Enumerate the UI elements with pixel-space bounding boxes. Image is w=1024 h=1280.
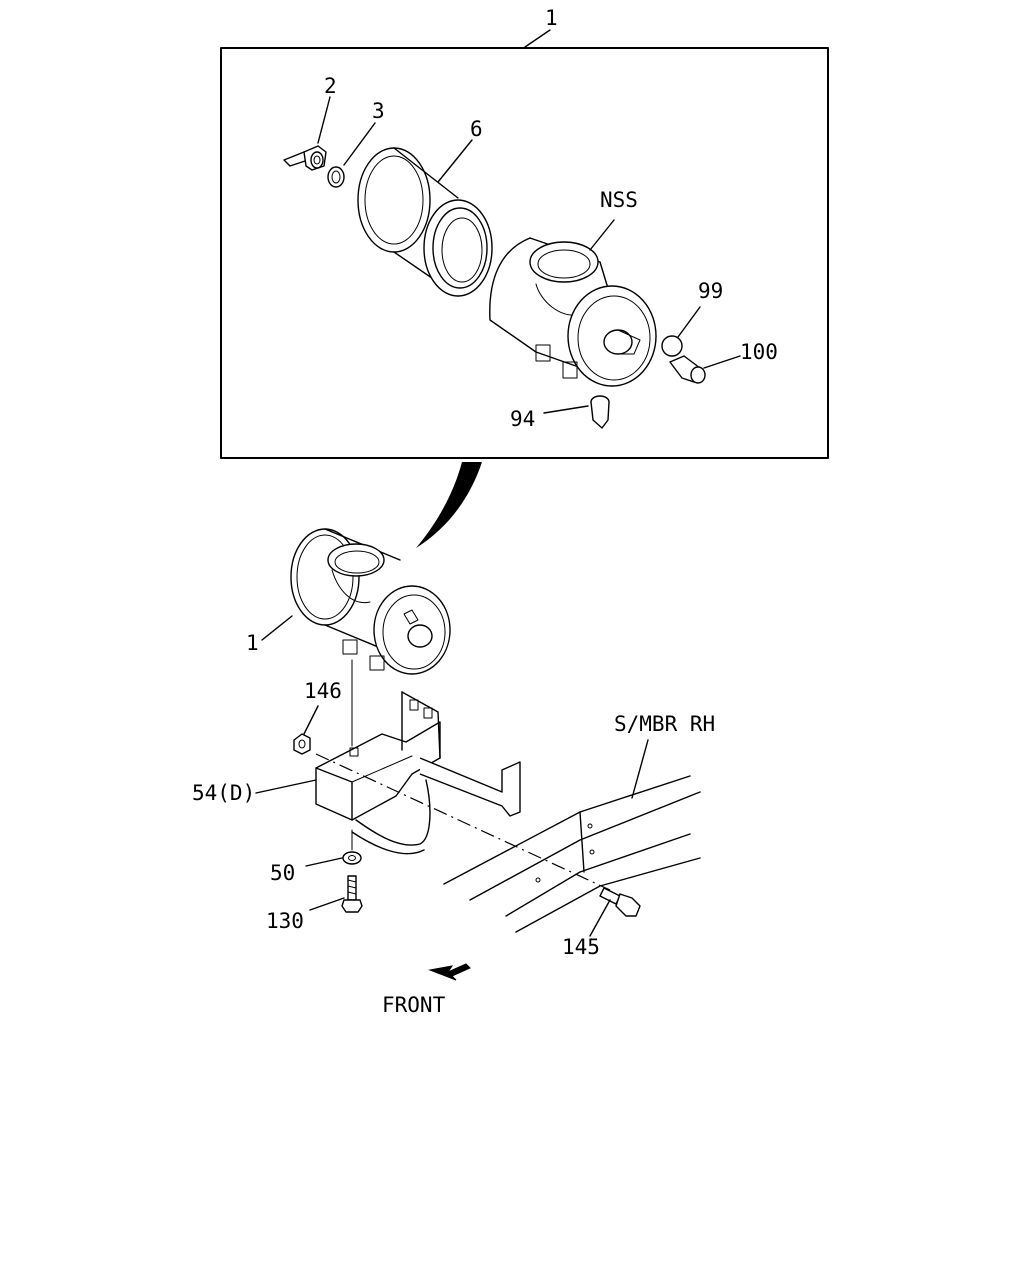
label-bolt-frame: 145 xyxy=(562,935,600,959)
label-washer-lower: 50 xyxy=(270,861,295,885)
label-valve: 100 xyxy=(740,340,778,364)
label-assembly-bottom: 1 xyxy=(246,631,259,655)
callout-bolt-lower: 130 xyxy=(266,897,345,933)
label-bolt-lower: 130 xyxy=(266,909,304,933)
label-wing-nut: 2 xyxy=(324,74,337,98)
label-washer: 3 xyxy=(372,99,385,123)
frame-side-member xyxy=(443,775,701,933)
indicator-part xyxy=(590,395,610,429)
callout-wing-nut: 2 xyxy=(317,74,337,144)
bolt-frame-part xyxy=(599,887,641,917)
label-front: FRONT xyxy=(382,993,446,1017)
label-element: 6 xyxy=(470,117,483,141)
bracket-part xyxy=(315,691,521,855)
bolt-lower-part xyxy=(341,875,363,913)
label-housing: NSS xyxy=(600,188,638,212)
label-frame: S/MBR RH xyxy=(614,712,715,736)
callout-washer: 3 xyxy=(343,99,385,166)
detail-connector xyxy=(416,462,482,548)
callout-indicator: 94 xyxy=(510,405,589,431)
valve-part xyxy=(669,355,706,384)
callout-washer-lower: 50 xyxy=(270,857,343,885)
callout-element: 6 xyxy=(437,117,483,183)
callout-frame: S/MBR RH xyxy=(614,712,715,799)
wing-nut-part xyxy=(283,145,327,171)
exploded-view-box xyxy=(220,47,829,459)
callout-assembly-bottom: 1 xyxy=(246,615,293,655)
washer-lower-part xyxy=(342,851,362,865)
label-bracket: 54(D) xyxy=(192,781,255,805)
nut-part xyxy=(293,733,311,755)
label-cap: 99 xyxy=(698,279,723,303)
callout-nut: 146 xyxy=(303,679,342,735)
callout-cap: 99 xyxy=(677,279,723,338)
callout-bolt-frame: 145 xyxy=(562,899,611,959)
cap-part xyxy=(661,335,683,357)
washer-part xyxy=(327,166,345,188)
callout-bracket: 54(D) xyxy=(192,779,317,805)
front-arrow-icon xyxy=(428,963,471,981)
callout-housing: NSS xyxy=(589,188,638,251)
callout-assembly-top: 1 xyxy=(524,6,558,48)
bolt-alignment-line xyxy=(315,753,611,891)
callout-valve: 100 xyxy=(703,340,778,369)
filter-element-part xyxy=(357,147,493,297)
label-assembly-top: 1 xyxy=(545,6,558,30)
label-nut: 146 xyxy=(304,679,342,703)
label-indicator: 94 xyxy=(510,407,535,431)
housing-part xyxy=(489,237,657,387)
assembly-installed xyxy=(290,528,451,675)
